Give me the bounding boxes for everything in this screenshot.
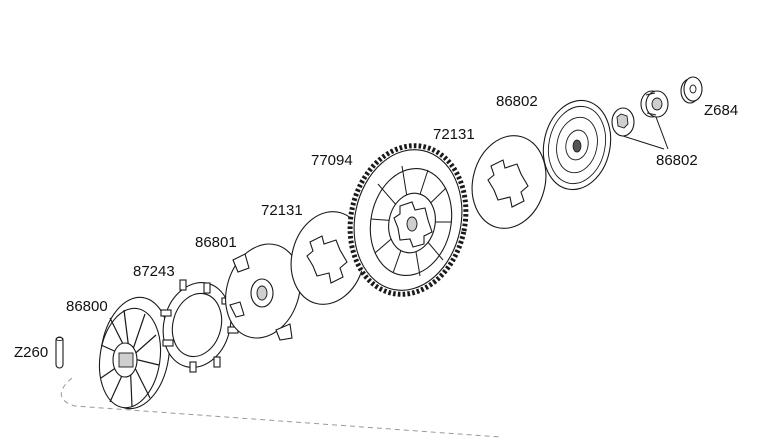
part-86802-nut-group bbox=[611, 90, 669, 137]
leader-86802-b bbox=[655, 116, 669, 150]
label-z684: Z684 bbox=[704, 102, 738, 119]
label-86802-plate: 86802 bbox=[496, 93, 538, 110]
part-z684-washer bbox=[680, 76, 703, 104]
label-72131-right: 72131 bbox=[433, 126, 475, 143]
label-86802-group: 86802 bbox=[656, 152, 698, 169]
label-87243: 87243 bbox=[133, 263, 175, 280]
label-77094: 77094 bbox=[311, 152, 353, 169]
assembly-axis-line bbox=[61, 377, 501, 438]
part-86801-plate bbox=[225, 243, 301, 341]
leader-86802-a bbox=[622, 135, 665, 150]
label-72131-left: 72131 bbox=[261, 202, 303, 219]
pin-z260 bbox=[55, 336, 64, 369]
part-72131-pad-left bbox=[290, 211, 366, 305]
part-72131-pad-right bbox=[471, 135, 547, 229]
label-z260: Z260 bbox=[14, 344, 48, 361]
part-86800-hub bbox=[98, 296, 171, 410]
label-86801: 86801 bbox=[195, 234, 237, 251]
part-86802-pressure-plate bbox=[542, 99, 612, 191]
part-77094-spur-gear bbox=[347, 143, 469, 297]
label-86800: 86800 bbox=[66, 298, 108, 315]
part-87243-star-washer bbox=[160, 279, 239, 373]
